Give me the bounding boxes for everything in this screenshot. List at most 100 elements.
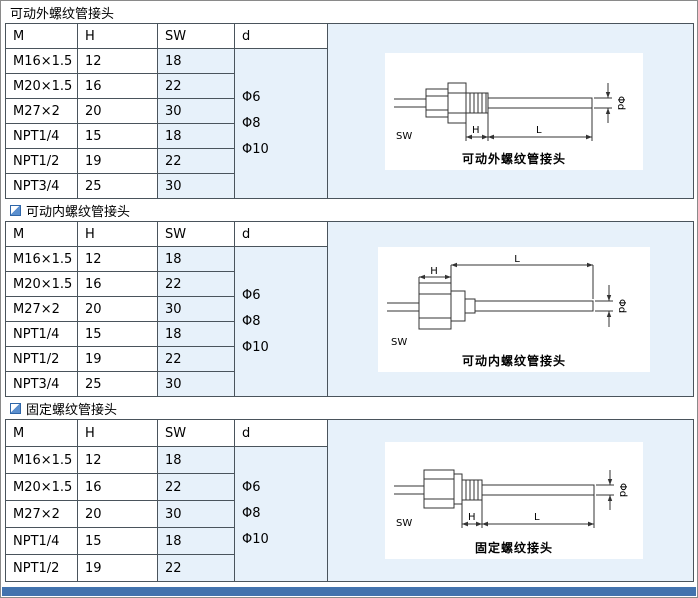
col-header-d: d <box>234 221 328 247</box>
dim-label-l: L <box>534 512 540 523</box>
dim-label-sw: SW <box>396 518 412 529</box>
table-row: M16×1.5 12 18 Φ6 Φ8 Φ10 <box>5 48 694 199</box>
fitting-drawing-fixed: SW H L Φd <box>394 469 628 529</box>
dim-label-h: H <box>472 125 480 136</box>
table-row: NPT3/4 25 30 <box>5 173 694 199</box>
cell-m: NPT3/4 <box>5 371 78 397</box>
section-title: 固定螺纹管接头 <box>26 403 118 418</box>
table-row: M27×2 20 30 <box>5 98 694 124</box>
cell-h: 15 <box>77 321 158 347</box>
cell-sw: 22 <box>157 346 235 372</box>
dim-label-l: L <box>514 254 520 265</box>
cell-m: NPT1/2 <box>5 148 78 174</box>
table-row: M16×1.5 12 18 Φ6 Φ8 Φ10 <box>5 246 694 397</box>
cell-sw: 18 <box>157 246 235 272</box>
table-row: NPT1/4 15 18 <box>5 321 694 347</box>
col-header-m: M <box>5 419 78 447</box>
d-value: Φ8 <box>242 313 261 329</box>
header-row: M H SW d <box>5 23 694 199</box>
header-row: M H SW d <box>5 419 694 582</box>
cell-h: 20 <box>77 98 158 124</box>
cell-m: M20×1.5 <box>5 271 78 297</box>
cell-m: M20×1.5 <box>5 73 78 99</box>
dim-label-d: Φd <box>615 95 626 109</box>
cell-h: 20 <box>77 500 158 528</box>
cell-sw: 30 <box>157 173 235 199</box>
diagram-image-fixed: SW H L Φd 固定螺纹接头 <box>385 442 643 559</box>
diagram-caption: 可动外螺纹管接头 <box>461 151 566 166</box>
table-row: NPT1/2 19 22 <box>5 346 694 372</box>
cell-sw: 22 <box>157 73 235 99</box>
cell-h: 19 <box>77 554 158 582</box>
col-header-sw: SW <box>157 221 235 247</box>
diagram-caption: 可动内螺纹管接头 <box>461 353 566 368</box>
dim-label-h: H <box>468 512 476 523</box>
cell-sw: 18 <box>157 446 235 474</box>
d-value: Φ10 <box>242 532 269 547</box>
cell-h: 19 <box>77 346 158 372</box>
cell-h: 16 <box>77 271 158 297</box>
cell-m: NPT1/4 <box>5 123 78 149</box>
spec-table-movable-external: M H SW d <box>5 23 694 199</box>
section-title: 可动内螺纹管接头 <box>26 205 131 220</box>
col-header-d: d <box>234 23 328 49</box>
diagram-cell: L H SW Φd 可动内螺纹管接头 <box>327 221 694 397</box>
section-title-row-movable-external: 可动外螺纹管接头 <box>1 1 697 23</box>
d-value: Φ10 <box>242 141 269 157</box>
cell-sw: 30 <box>157 500 235 528</box>
cell-h: 12 <box>77 48 158 74</box>
cell-sw: 18 <box>157 123 235 149</box>
dim-label-sw: SW <box>391 337 407 348</box>
cell-h: 12 <box>77 246 158 272</box>
dim-label-h: H <box>430 266 438 277</box>
col-header-h: H <box>77 23 158 49</box>
fitting-drawing-movable-external: SW H L Φd <box>394 82 626 142</box>
section-bullet-icon <box>10 403 21 414</box>
cell-h: 15 <box>77 123 158 149</box>
dim-label-l: L <box>536 125 542 136</box>
fitting-drawing-movable-internal: L H SW Φd <box>387 254 627 348</box>
diagram-image-movable-external: SW H L Φd 可动外螺纹管接头 <box>385 52 643 170</box>
cell-d-values: Φ6 Φ8 Φ10 <box>234 246 328 397</box>
header-row: M H SW d <box>5 221 694 397</box>
cell-sw: 22 <box>157 554 235 582</box>
spec-table-fixed: M H SW d <box>5 419 694 582</box>
cell-sw: 30 <box>157 98 235 124</box>
d-value: Φ6 <box>242 287 261 303</box>
cell-sw: 18 <box>157 321 235 347</box>
cell-h: 19 <box>77 148 158 174</box>
cell-h: 25 <box>77 173 158 199</box>
cell-m: M16×1.5 <box>5 446 78 474</box>
cell-h: 12 <box>77 446 158 474</box>
col-header-h: H <box>77 419 158 447</box>
d-value: Φ6 <box>242 89 261 105</box>
d-value: Φ10 <box>242 339 269 355</box>
col-header-sw: SW <box>157 419 235 447</box>
col-header-h: H <box>77 221 158 247</box>
cell-h: 20 <box>77 296 158 322</box>
dim-label-sw: SW <box>396 131 412 142</box>
cell-sw: 30 <box>157 371 235 397</box>
cell-m: NPT3/4 <box>5 173 78 199</box>
section-title-row-fixed: 固定螺纹管接头 <box>1 397 697 419</box>
cell-d-values: Φ6 Φ8 Φ10 <box>234 446 328 582</box>
footer-bar <box>2 587 696 596</box>
cell-sw: 22 <box>157 148 235 174</box>
diagram-image-movable-internal: L H SW Φd 可动内螺纹管接头 <box>378 246 650 372</box>
cell-m: NPT1/4 <box>5 527 78 555</box>
diagram-caption: 固定螺纹接头 <box>474 541 553 555</box>
cell-h: 15 <box>77 527 158 555</box>
section-title-row-movable-internal: 可动内螺纹管接头 <box>1 199 697 221</box>
d-value: Φ6 <box>242 480 261 495</box>
d-value: Φ8 <box>242 506 261 521</box>
cell-m: NPT1/2 <box>5 554 78 582</box>
d-value: Φ8 <box>242 115 261 131</box>
table-row: NPT1/2 19 22 <box>5 554 694 582</box>
cell-sw: 18 <box>157 48 235 74</box>
spec-table-movable-internal: M H SW d <box>5 221 694 397</box>
cell-m: M16×1.5 <box>5 246 78 272</box>
table-row: NPT3/4 25 30 <box>5 371 694 397</box>
cell-m: NPT1/2 <box>5 346 78 372</box>
cell-sw: 30 <box>157 296 235 322</box>
